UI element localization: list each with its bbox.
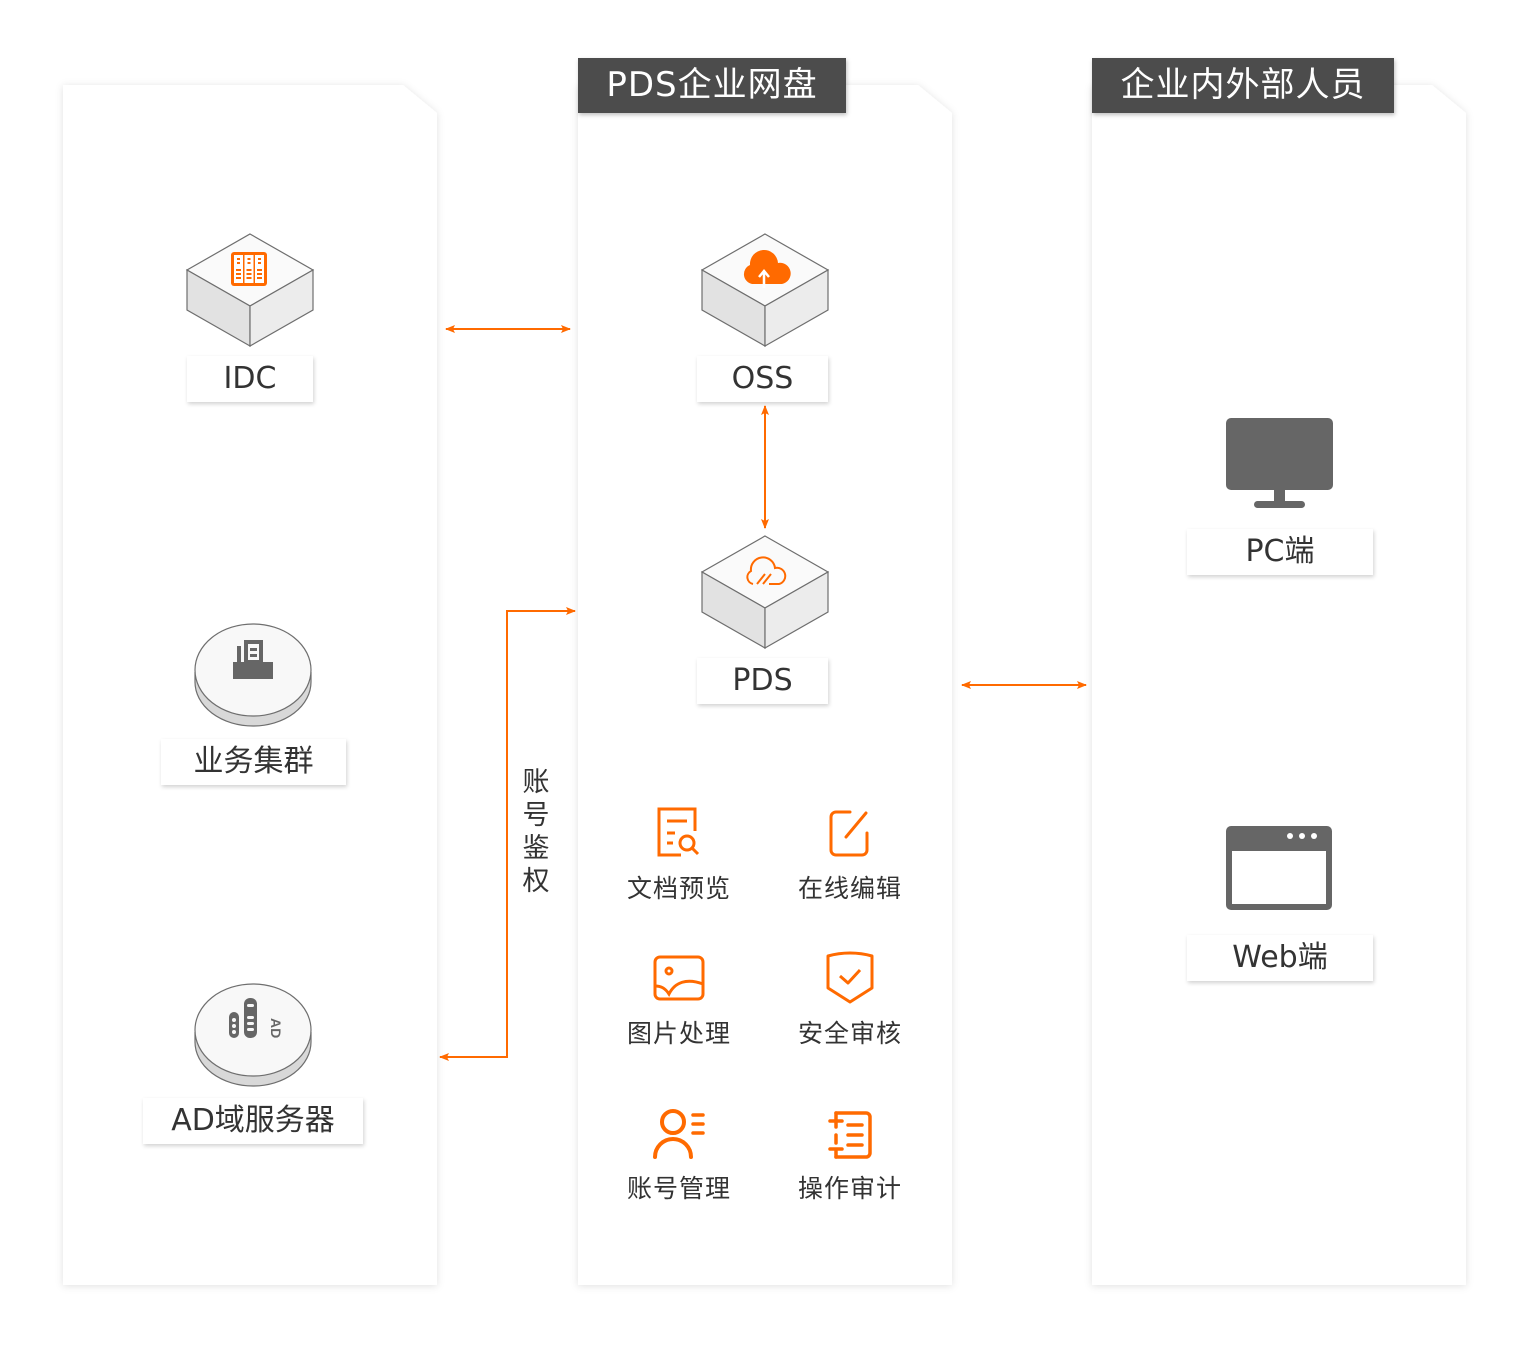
business-cluster-label: 业务集群 [161, 739, 346, 785]
shield-check-icon [826, 951, 874, 1004]
feature-label: 账号管理 [626, 1174, 731, 1203]
cloud-link-icon [746, 556, 787, 585]
cube-icon [700, 233, 830, 348]
browser-window-icon [1226, 826, 1332, 910]
pds-label: PDS [697, 658, 828, 704]
feature-label: 安全审核 [797, 1019, 902, 1048]
oss-label: OSS [697, 356, 828, 402]
pds-node[interactable] [700, 534, 830, 650]
feature-document-preview[interactable]: 文档预览 [604, 805, 754, 905]
feature-label: 在线编辑 [797, 874, 902, 903]
oss-node[interactable] [700, 232, 830, 348]
char: 号 [522, 800, 550, 831]
web-node[interactable] [1226, 824, 1334, 912]
pc-label: PC端 [1187, 529, 1373, 575]
panel-users [1092, 85, 1466, 1285]
audit-log-icon [828, 1111, 872, 1159]
feature-online-edit[interactable]: 在线编辑 [775, 805, 925, 905]
char: 鉴 [522, 833, 550, 864]
server-rack-icon [231, 252, 267, 286]
feature-label: 文档预览 [626, 874, 731, 903]
image-icon [653, 955, 705, 1001]
cylinder-icon: AD [194, 983, 312, 1087]
users-header-tag: 企业内外部人员 [1092, 58, 1394, 113]
pds-header-tag: PDS企业网盘 [578, 58, 846, 113]
char: 账 [522, 767, 550, 798]
arrow-ad-auth [439, 607, 576, 1061]
account-auth-label: 账 号 鉴 权 [519, 766, 553, 898]
pc-node[interactable] [1226, 416, 1334, 510]
feature-operation-audit[interactable]: 操作审计 [775, 1105, 925, 1205]
feature-label: 操作审计 [797, 1174, 902, 1203]
feature-label: 图片处理 [626, 1019, 731, 1048]
document-search-icon [657, 807, 700, 857]
idc-label: IDC [187, 356, 313, 402]
cube-icon [700, 535, 830, 650]
feature-image-processing[interactable]: 图片处理 [604, 950, 754, 1050]
ad-server-icon: AD [229, 998, 284, 1038]
web-label: Web端 [1187, 935, 1373, 981]
monitor-icon [1226, 418, 1333, 508]
char: 权 [522, 866, 550, 897]
business-cluster-node[interactable] [193, 620, 313, 730]
ad-server-label: AD域服务器 [143, 1098, 363, 1144]
cylinder-icon [194, 623, 312, 727]
ad-server-node[interactable]: AD [193, 978, 313, 1090]
edit-icon [829, 810, 869, 857]
feature-security-review[interactable]: 安全审核 [775, 950, 925, 1050]
panel-background [1092, 85, 1466, 1285]
business-cluster-icon [233, 640, 273, 679]
cube-icon [185, 233, 315, 348]
user-list-icon [653, 1109, 705, 1159]
ad-letters: AD [268, 1018, 284, 1038]
cloud-upload-icon [743, 249, 791, 288]
feature-account-management[interactable]: 账号管理 [604, 1105, 754, 1205]
idc-node[interactable] [185, 232, 315, 348]
